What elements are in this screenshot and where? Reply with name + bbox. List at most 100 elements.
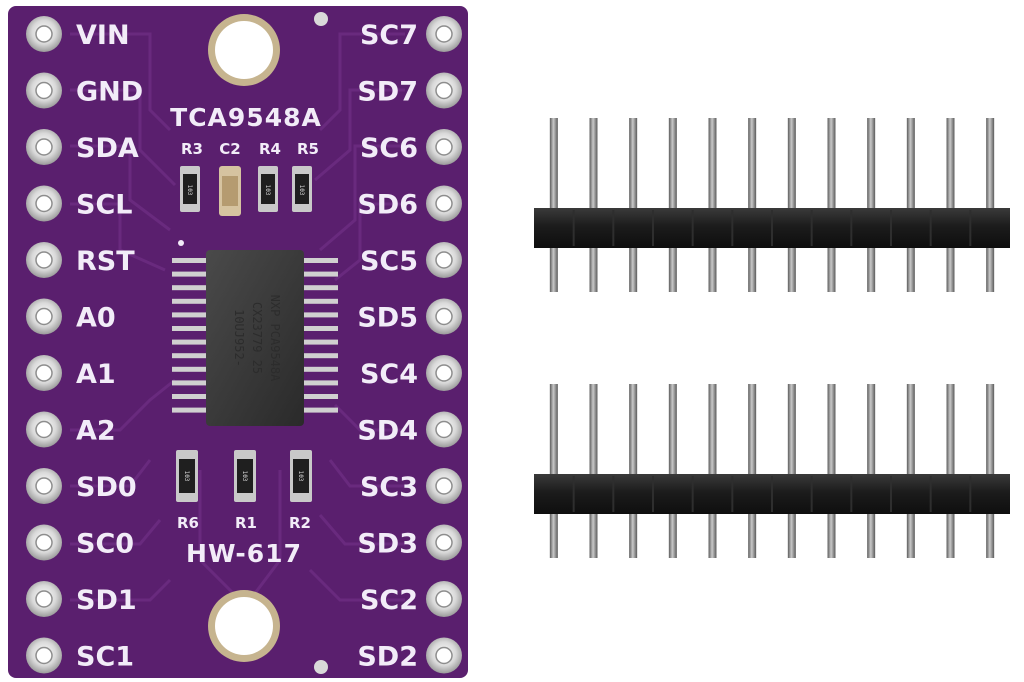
chip-lead [302, 366, 338, 372]
left-pin-sd1: SD1 [26, 581, 137, 617]
header-pin-top [867, 384, 876, 474]
refdes-r6: R6 [177, 514, 199, 532]
header-pin-top [787, 118, 796, 208]
header-pin-top [906, 118, 915, 208]
pin-label: GND [76, 77, 143, 108]
chip-marking-line1: NXP PCA9548A [268, 295, 282, 382]
header-pin-bottom [629, 248, 638, 292]
pin-label: SD2 [357, 642, 418, 673]
pad-hole [35, 25, 53, 43]
pin-label: A2 [76, 416, 116, 447]
right-pin-sc3: SC3 [360, 468, 462, 504]
header-pin-top [748, 118, 757, 208]
header-pin-top [549, 384, 558, 474]
header-pin-bottom [986, 248, 995, 292]
right-pin-sd5: SD5 [357, 298, 462, 335]
header-pin-bottom [589, 248, 598, 292]
header-pin-bottom [787, 248, 796, 292]
chip-marking-line3: 10UJ952- [232, 309, 246, 367]
right-pin-sc7: SC7 [360, 16, 462, 52]
chip-lead [172, 326, 208, 331]
resistor-r2: 103 [290, 450, 312, 502]
refdes-r5: R5 [297, 140, 319, 158]
left-pin-vin: VIN [26, 16, 130, 52]
left-pin-a1: A1 [26, 355, 116, 391]
pin-label: SDA [76, 133, 139, 164]
header-pin-top [946, 384, 955, 474]
chip-lead [302, 339, 338, 345]
header-pin-top [986, 384, 995, 474]
pin-label: SC7 [360, 20, 418, 51]
header-pin-bottom [867, 248, 876, 292]
right-pin-sd2: SD2 [357, 637, 462, 674]
chip-lead [172, 285, 208, 291]
pin-label: SC1 [76, 642, 134, 673]
left-pin-sc0: SC0 [26, 524, 134, 561]
chip-lead [172, 258, 208, 263]
chip-marking-line2: CX23779 25 [250, 302, 264, 374]
pin-label: SD1 [76, 585, 137, 616]
pad-hole [435, 251, 453, 269]
chip-lead [172, 298, 208, 304]
header-pin-top [668, 384, 677, 474]
pad-hole [35, 138, 53, 156]
refdes-r4: R4 [259, 140, 281, 158]
resistor-r5: 103 [292, 166, 312, 212]
header-pin-bottom [748, 248, 757, 292]
chip-lead [172, 380, 208, 386]
refdes-c2: C2 [219, 140, 240, 158]
header-pin-bottom [629, 514, 638, 558]
pin-label: SD6 [357, 190, 418, 221]
pad-hole [435, 194, 453, 213]
chip-lead [172, 271, 208, 277]
header-pin-top [708, 384, 717, 474]
resistor-r4-code: 103 [264, 185, 271, 196]
refdes-r1: R1 [235, 514, 257, 532]
header-pin-top [827, 118, 836, 208]
chip-lead [172, 353, 208, 359]
left-pin-scl: SCL [26, 185, 132, 222]
chip-label: TCA9548A [170, 103, 322, 132]
refdes-r2: R2 [289, 514, 311, 532]
header-pin-top [589, 118, 598, 208]
pin-label: SCL [76, 190, 132, 221]
pin-label: SC4 [360, 359, 418, 390]
pad-hole [35, 307, 53, 326]
header-pin-bottom [708, 514, 717, 558]
right-pin-sd4: SD4 [357, 411, 462, 448]
ic-chip: NXP PCA9548A CX23779 25 10UJ952- [172, 250, 338, 426]
resistor-r5-code: 103 [298, 185, 305, 196]
board-name: HW-617 [186, 539, 302, 568]
header-pin-top [668, 118, 677, 208]
header-pin-top [629, 384, 638, 474]
bottom-components: 103 103 103 [176, 450, 312, 502]
header-pin-top [827, 384, 836, 474]
chip-lead [302, 407, 338, 413]
pad-hole [35, 251, 53, 269]
chip-lead [172, 394, 208, 399]
chip-lead [172, 312, 208, 318]
header-pin-bottom [787, 514, 796, 558]
header-pin-top [629, 118, 638, 208]
pad-hole [35, 590, 53, 608]
resistor-r3-code: 103 [186, 185, 193, 196]
header-pin-bottom [986, 514, 995, 558]
pad-hole [435, 477, 453, 495]
pin-header-bottom [534, 384, 1010, 558]
left-pin-gnd: GND [26, 72, 143, 109]
header-pin-bottom [549, 248, 558, 292]
resistor-r1: 103 [234, 450, 256, 502]
chip-lead [172, 366, 208, 372]
resistor-r6: 103 [176, 450, 198, 502]
pin-label: SC2 [360, 585, 418, 616]
right-pin-sc5: SC5 [360, 242, 462, 278]
right-pin-sc6: SC6 [360, 129, 462, 165]
chip-lead [302, 285, 338, 291]
header-pin-top [986, 118, 995, 208]
header-pin-bottom [946, 248, 955, 292]
header-pin-bottom [867, 514, 876, 558]
header-pin-bottom [668, 248, 677, 292]
